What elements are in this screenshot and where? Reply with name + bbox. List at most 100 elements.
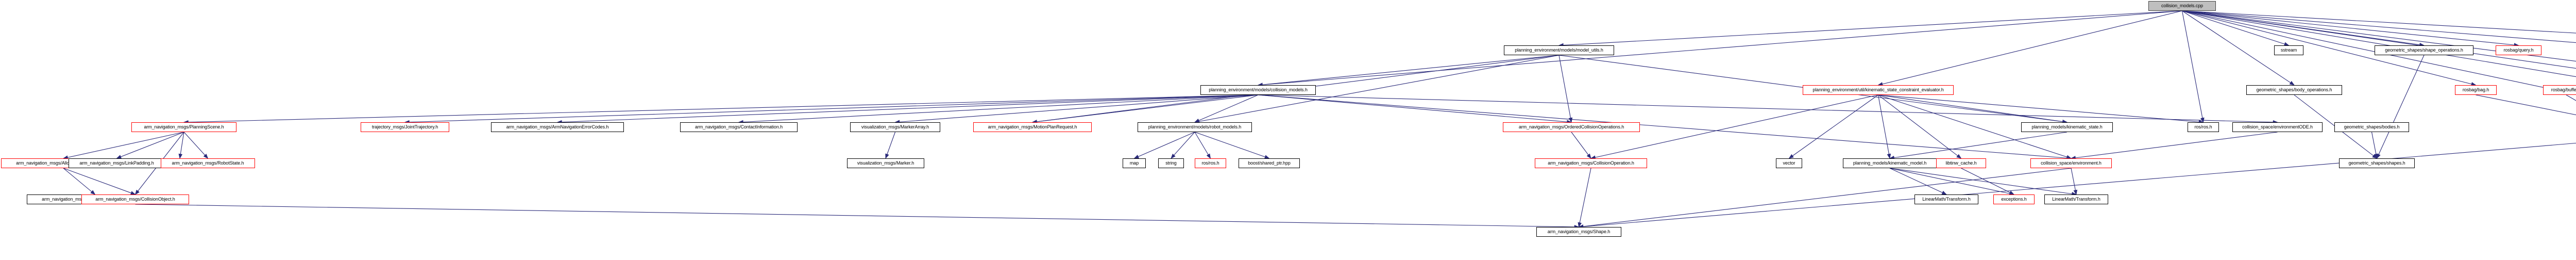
graph-edge [2071,168,2078,196]
graph-edge [1257,10,2182,87]
graph-node-label: sstream [2280,48,2297,53]
graph-node-n41[interactable]: boost/shared_ptr.hpp [1239,158,1300,168]
graph-node-n36[interactable]: arm_navigation_msgs/OrderedCollisionOper… [1503,122,1640,132]
graph-node-label: geometric_shapes/bodies.h [2344,125,2400,129]
graph-node-n4[interactable]: planning_models/kinematic_state.h [2021,122,2113,132]
graph-node-n46[interactable]: exceptions.h [1993,194,2035,204]
graph-node-n31[interactable]: arm_navigation_msgs/ContactInformation.h [680,122,798,132]
graph-node-n44[interactable]: planning_models/kinematic_model.h [1843,158,1937,168]
graph-edge [1133,132,1195,159]
graph-node-n1[interactable]: planning_environment/models/collision_mo… [1200,85,1316,95]
graph-node-label: map [1129,161,1139,166]
graph-edge [1258,94,2278,124]
graph-node-n32[interactable]: visualization_msgs/MarkerArray.h [850,122,940,132]
graph-edge [1878,94,2204,124]
graph-node-n20[interactable]: sstream [2274,45,2303,55]
graph-edge [116,132,184,159]
graph-node-n11[interactable]: rosbag/bag.h [2455,85,2497,95]
graph-node-n13[interactable]: rosbag/query.h [2496,45,2541,55]
graph-edge [63,168,96,195]
graph-node-label: arm_navigation_msgs/PlanningScene.h [144,125,224,129]
graph-node-label: geometric_shapes/body_operations.h [2256,88,2332,92]
graph-node-n33[interactable]: visualization_msgs/Marker.h [847,158,924,168]
graph-node-label: planning_models/kinematic_state.h [2031,125,2103,129]
graph-node-n25[interactable]: arm_navigation_msgs/CollisionObject.h [81,194,189,204]
graph-node-label: planning_environment/models/robot_models… [1148,125,1242,129]
graph-edge [1258,94,2072,160]
graph-node-label: arm_navigation_msgs/CollisionOperation.h [1548,161,1634,166]
graph-node-n27[interactable]: arm_navigation_msgs/LinkPadding.h [69,158,165,168]
graph-edge [2182,10,2290,46]
graph-edge [894,94,1259,124]
graph-node-n48[interactable]: libtinw_cache.h [1936,158,1986,168]
graph-edge [2182,10,2576,43]
graph-node-n22[interactable]: arm_navigation_msgs/PlanningScene.h [131,122,236,132]
graph-edge [1889,168,2015,196]
graph-node-label: string [1165,161,1177,166]
graph-node-label: vector [1783,161,1795,166]
graph-edge [183,132,209,159]
graph-node-n5[interactable]: ros/ros.h [2188,122,2219,132]
graph-edge [2182,10,2576,34]
graph-node-n6[interactable]: collision_space/environmentODE.h [2232,122,2323,132]
graph-edge [1258,94,1572,124]
graph-node-label: rosbag/bag.h [2462,88,2489,92]
graph-node-n9[interactable]: geometric_shapes/body_operations.h [2246,85,2342,95]
graph-edge [1194,94,1259,123]
graph-edge [2070,132,2278,160]
graph-node-n10[interactable]: geometric_shapes/shape_operations.h [2375,45,2473,55]
graph-node-label: arm_navigation_msgs/Shape.h [1547,230,1611,234]
graph-node-label: geometric_shapes/shape_operations.h [2385,48,2463,53]
graph-edge [1889,168,1947,195]
graph-edge [2182,10,2576,95]
graph-node-n0[interactable]: collision_models.cpp [2148,1,2216,11]
graph-edge [2182,10,2519,47]
graph-node-n7[interactable]: geometric_shapes/bodies.h [2334,122,2409,132]
graph-node-n35[interactable]: planning_environment/models/robot_models… [1138,122,1252,132]
graph-edge [556,94,1259,124]
graph-node-label: planning_environment/util/kinematic_stat… [1812,88,1944,92]
graph-edge [1788,94,1878,159]
graph-edge [1171,132,1195,159]
graph-node-label: LinearMath/Transform.h [2052,197,2100,202]
graph-edge [2566,94,2576,101]
graph-node-n40[interactable]: ros/ros.h [1195,158,1226,168]
graph-node-label: libtinw_cache.h [1945,161,1977,166]
graph-node-label: arm_navigation_msgs/RobotState.h [172,161,244,166]
graph-node-n8[interactable]: geometric_shapes/shapes.h [2339,158,2415,168]
graph-edge [404,94,1259,124]
graph-node-n49[interactable]: collision_space/environment.h [2030,158,2112,168]
graph-node-n43[interactable]: vector [1776,158,1802,168]
graph-edge [1877,94,1891,159]
graph-node-label: ros/ros.h [2194,125,2212,129]
graph-edge [2181,10,2205,123]
graph-node-n30[interactable]: arm_navigation_msgs/ArmNavigationErrorCo… [491,122,624,132]
graph-node-n47[interactable]: LinearMath/Transform.h [2044,194,2108,204]
graph-node-label: LinearMath/Transform.h [1922,197,1971,202]
graph-node-label: ros/ros.h [1201,161,1219,166]
graph-node-label: arm_navigation_msgs/MotionPlanRequest.h [988,125,1077,129]
graph-edge [1578,142,2576,229]
graph-node-n2[interactable]: planning_environment/models/model_utils.… [1504,45,1614,55]
graph-node-n42[interactable]: arm_navigation_msgs/Shape.h [1536,227,1621,237]
graph-edge [1031,94,1259,124]
graph-node-label: visualization_msgs/Marker.h [857,161,914,166]
graph-node-n3[interactable]: planning_environment/util/kinematic_stat… [1803,85,1954,95]
graph-node-label: visualization_msgs/MarkerArray.h [861,125,929,129]
graph-node-n45[interactable]: LinearMath/Transform.h [1914,194,1978,204]
graph-edge [1878,94,1962,159]
graph-node-n39[interactable]: string [1158,158,1184,168]
graph-edge [2371,132,2378,159]
graph-node-n29[interactable]: trajectory_msgs/JointTrajectory.h [361,122,449,132]
graph-node-n38[interactable]: map [1123,158,1146,168]
graph-node-label: arm_navigation_msgs/ContactInformation.h [694,125,783,129]
graph-node-n28[interactable]: arm_navigation_msgs/RobotState.h [161,158,255,168]
graph-node-label: arm_navigation_msgs/OrderedCollisionOper… [1518,125,1624,129]
graph-node-n37[interactable]: arm_navigation_msgs/CollisionOperation.h [1535,158,1647,168]
graph-node-label: planning_environment/models/model_utils.… [1515,48,1603,53]
graph-node-label: collision_space/environment.h [2041,161,2102,166]
graph-node-label: planning_models/kinematic_model.h [1853,161,1927,166]
graph-node-n34[interactable]: arm_navigation_msgs/MotionPlanRequest.h [973,122,1092,132]
